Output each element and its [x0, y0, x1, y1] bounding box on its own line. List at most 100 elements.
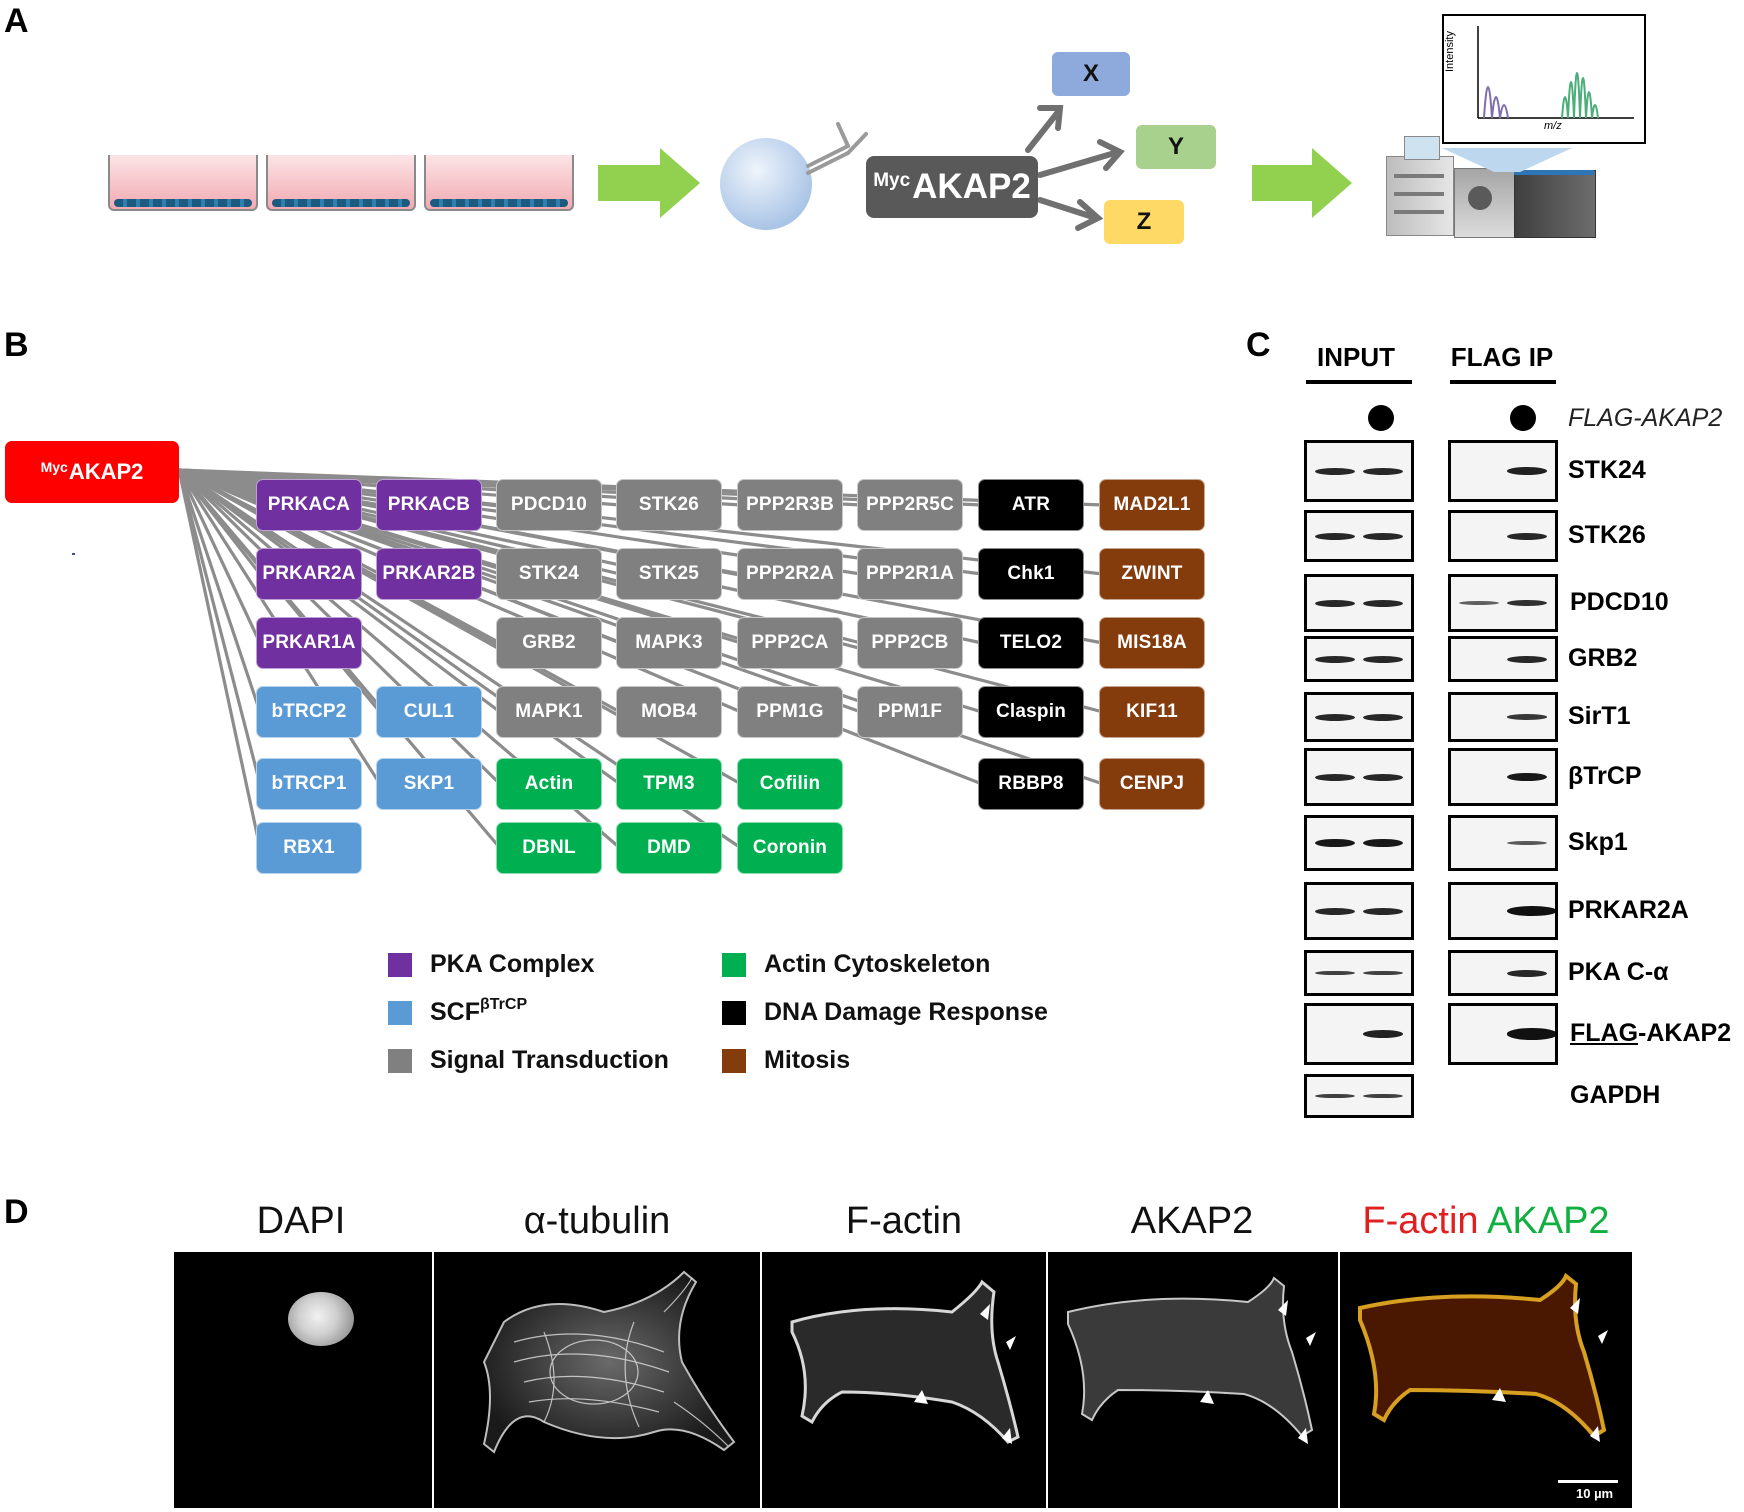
legend-label-mitosis: Mitosis	[764, 1046, 851, 1074]
legend-swatch-mitosis	[722, 1048, 746, 1073]
condition-label: FLAG-AKAP2	[1568, 404, 1723, 432]
antibody-icon	[806, 122, 868, 175]
blot-header-input: INPUT	[1317, 342, 1395, 372]
network-node: TELO2	[978, 617, 1084, 669]
stray-dot	[72, 553, 75, 555]
mic-title-akap2: AKAP2	[1130, 1200, 1254, 1242]
mic-title-merge: F-actin AKAP2	[1340, 1200, 1632, 1243]
blot-band	[1315, 1093, 1355, 1099]
blot-strip-ip	[1448, 510, 1558, 562]
blot-strip-input	[1304, 692, 1414, 742]
network-node: RBBP8	[978, 758, 1084, 810]
blot-strip-ip	[1448, 815, 1558, 871]
blot-strip-input	[1304, 748, 1414, 806]
legend-mitosis: Mitosis	[722, 1046, 850, 1075]
legend-dna: DNA Damage Response	[722, 998, 1048, 1027]
network-node: PPM1F	[857, 686, 963, 738]
blot-row-label: PRKAR2A	[1568, 896, 1689, 924]
arrow-right-icon	[1252, 148, 1352, 218]
blot-strip-input	[1304, 1074, 1414, 1118]
network-node: KIF11	[1099, 686, 1205, 738]
network-node: PRKAR2A	[256, 548, 362, 600]
condition-dot-input	[1368, 405, 1394, 431]
target-y-box: Y	[1136, 125, 1216, 169]
network-node: PRKAR1A	[256, 617, 362, 669]
network-node: DMD	[616, 822, 722, 874]
mass-spectrum-plot	[1477, 26, 1634, 119]
network-node: MAPK3	[616, 617, 722, 669]
arrow-right-icon	[598, 148, 700, 218]
network-node: MIS18A	[1099, 617, 1205, 669]
legend-label-pka: PKA Complex	[430, 950, 595, 978]
blot-band	[1507, 655, 1547, 663]
spectrum-inset: Intensity m/z	[1442, 14, 1646, 144]
network-node: MAD2L1	[1099, 479, 1205, 531]
network-node: bTRCP2	[256, 686, 362, 738]
network-node: PPP2R1A	[857, 548, 963, 600]
culture-dish-2	[266, 155, 416, 211]
blot-strip-ip	[1448, 574, 1558, 632]
blot-row-label: STK24	[1568, 456, 1646, 484]
network-node: PPP2CB	[857, 617, 963, 669]
blot-row-label-underlined: FLAG	[1570, 1019, 1639, 1047]
blot-strip-input	[1304, 815, 1414, 871]
network-node: Coronin	[737, 822, 843, 874]
legend-signal: Signal Transduction	[388, 1046, 669, 1075]
network-node: PPP2R5C	[857, 479, 963, 531]
mic-title-merge-red: F-actin	[1362, 1200, 1479, 1242]
mic-title-factin: F-actin	[845, 1200, 963, 1242]
blot-row-label: FLAG-AKAP2	[1570, 1019, 1731, 1048]
network-edge	[177, 469, 262, 849]
network-node: PDCD10	[496, 479, 602, 531]
network-node: PPP2R3B	[737, 479, 843, 531]
blot-header-ip-rule	[1450, 380, 1556, 384]
network-node: MAPK1	[496, 686, 602, 738]
mic-image-tubulin	[434, 1252, 760, 1508]
mic-title-tubulin: α-tubulin	[523, 1200, 671, 1242]
culture-dish-3	[424, 155, 574, 211]
network-node: ZWINT	[1099, 548, 1205, 600]
blot-header-ip: FLAG IP	[1450, 342, 1554, 372]
legend-swatch-actin	[722, 952, 746, 977]
blot-band	[1315, 907, 1355, 915]
panel-label-a: A	[4, 2, 29, 40]
blot-band	[1363, 467, 1403, 475]
bait-tag: Myc	[873, 170, 911, 191]
network-node: MOB4	[616, 686, 722, 738]
blot-band	[1363, 1030, 1403, 1038]
blot-band	[1363, 773, 1403, 781]
network-node: STK26	[616, 479, 722, 531]
blot-row-label: Skp1	[1568, 828, 1628, 856]
network-node: STK24	[496, 548, 602, 600]
legend-label-dna: DNA Damage Response	[764, 998, 1048, 1026]
blot-row-label-rest: -AKAP2	[1638, 1019, 1732, 1047]
blot-row-label: PKA C-α	[1568, 958, 1669, 986]
legend-label-scf: SCF	[430, 998, 480, 1026]
scale-bar-label: 10 µm	[1576, 1486, 1614, 1501]
blot-row-label: SirT1	[1568, 702, 1631, 730]
network-node: CUL1	[376, 686, 482, 738]
blot-band	[1315, 655, 1355, 663]
legend-actin: Actin Cytoskeleton	[722, 950, 990, 979]
mic-image-merge: 10 µm	[1340, 1252, 1632, 1508]
blot-row-label: GRB2	[1568, 644, 1638, 672]
network-node: Claspin	[978, 686, 1084, 738]
blot-band	[1507, 599, 1547, 607]
network-node: PPP2R2A	[737, 548, 843, 600]
network-node: DBNL	[496, 822, 602, 874]
blot-band	[1507, 714, 1547, 720]
blot-row-label: STK26	[1568, 521, 1646, 549]
network-node: Actin	[496, 758, 602, 810]
bead-icon	[720, 138, 812, 230]
network-node: PRKACB	[376, 479, 482, 531]
mass-spectrometer-icon	[1386, 130, 1596, 238]
blot-band	[1507, 467, 1547, 475]
network-edge	[177, 469, 262, 713]
panel-label-d: D	[4, 1193, 29, 1231]
network-edge	[177, 469, 262, 785]
blot-band	[1315, 970, 1355, 976]
blot-band	[1363, 907, 1403, 915]
blot-band	[1459, 601, 1499, 605]
blot-strip-input	[1304, 950, 1414, 996]
network-node: ATR	[978, 479, 1084, 531]
